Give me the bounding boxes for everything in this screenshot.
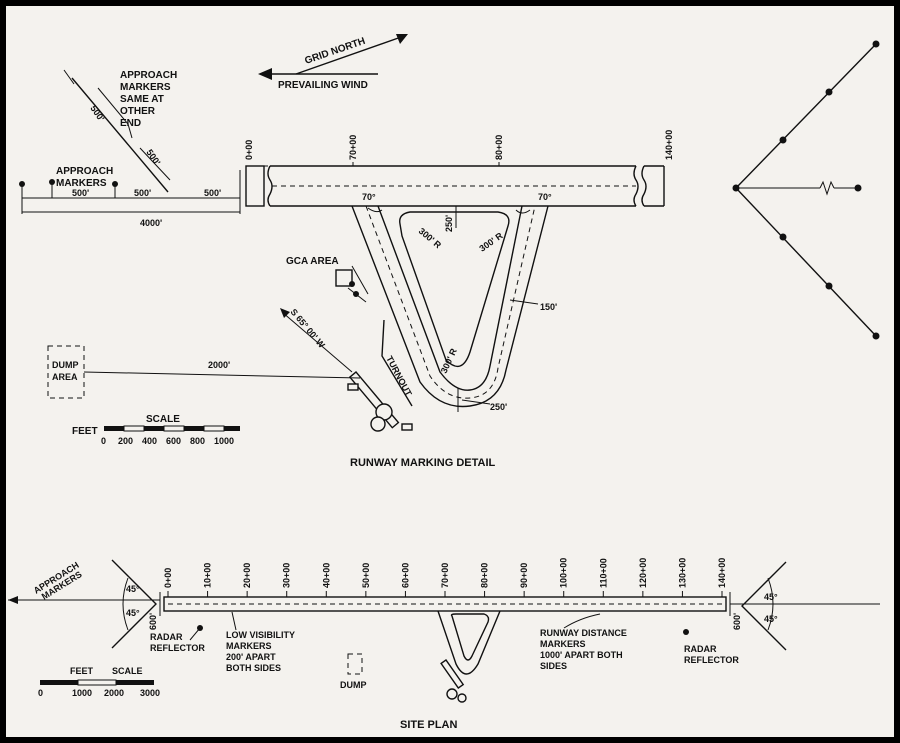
low-visibility-note: MARKERS [226, 641, 272, 651]
runway-strip: 0+00 70+00 80+00 140+00 [244, 130, 674, 207]
station-label: 40+00 [321, 563, 331, 588]
station-80: 80+00 [494, 135, 504, 160]
dim-500-c: 500' [204, 188, 221, 198]
site-scale-units: FEET [70, 666, 94, 676]
scale-tick: 200 [118, 436, 133, 446]
site-scale-tick: 2000 [104, 688, 124, 698]
dump-area-detail: DUMP AREA 2000' [47, 345, 361, 399]
detail-title: RUNWAY MARKING DETAIL [350, 457, 496, 469]
radar-reflector-right: RADAR [684, 644, 717, 654]
angle-left: 70° [362, 192, 376, 202]
angle-45-left-bottom: 45° [126, 608, 140, 618]
approach-note-line: OTHER [120, 106, 156, 117]
distance-markers-note: RUNWAY DISTANCE [540, 628, 627, 638]
radar-reflector-left: RADAR [150, 632, 183, 642]
distance-markers-note: 1000' APART BOTH [540, 650, 623, 660]
station-label: 20+00 [242, 563, 252, 588]
dim-600-right: 600' [732, 613, 742, 630]
station-140: 140+00 [664, 130, 674, 160]
station-label: 100+00 [559, 558, 569, 588]
station-label: 60+00 [400, 563, 410, 588]
scale-tick: 0 [101, 436, 106, 446]
gca-area: GCA AREA [286, 256, 369, 303]
station-label: 50+00 [361, 563, 371, 588]
scale-title: SCALE [146, 414, 180, 425]
low-visibility-note: LOW VISIBILITY [226, 630, 295, 640]
station-0: 0+00 [244, 140, 254, 160]
dim-600-left: 600' [148, 613, 158, 630]
radius-bottom: 300' R [439, 346, 459, 374]
prevailing-wind-label: PREVAILING WIND [278, 80, 368, 91]
station-label: 140+00 [717, 558, 727, 588]
dim-500-diagonal-upper: 500' [88, 103, 106, 123]
distance-markers-note: MARKERS [540, 639, 586, 649]
approach-light-chevron [732, 40, 880, 340]
approach-note-line: APPROACH [120, 70, 177, 81]
dim-500-a: 500' [72, 188, 89, 198]
angle-45-right-bottom: 45° [764, 614, 778, 624]
station-label: 120+00 [638, 558, 648, 588]
scale-tick: 800 [190, 436, 205, 446]
angle-45-left-top: 45° [126, 584, 140, 594]
approach-markers-row: APPROACH MARKERS 500' 500' 500' 4000' [19, 166, 241, 228]
dim-250-bottom: 250' [490, 402, 507, 412]
runway-diagram: APPROACH MARKERS SAME AT OTHER END 500' … [8, 34, 880, 731]
approach-markers-label: APPROACH [56, 166, 113, 177]
low-visibility-note: BOTH SIDES [226, 663, 281, 673]
station-label: 30+00 [282, 563, 292, 588]
station-labels: 0+00 10+00 20+00 30+00 40+00 50+00 60+00 70+00 8… [163, 558, 727, 597]
turnaround-loop: 70° 70° 250' 300' R 300' R 300' R 150' 2… [351, 192, 557, 412]
bearing-label: S 65° 00' W [288, 307, 327, 350]
approach-markers-label: MARKERS [56, 178, 107, 189]
site-plan: APPROACH MARKERS 45° 45° 45° 45° 600' 60… [8, 558, 880, 731]
scale-tick: 600 [166, 436, 181, 446]
dim-500-diagonal-lower: 500' [144, 147, 162, 167]
radar-reflector-left: REFLECTOR [150, 643, 205, 653]
grid-north-label: GRID NORTH [303, 36, 366, 67]
angle-right: 70° [538, 192, 552, 202]
turnout-label: TURNOUT [384, 354, 414, 398]
site-scale-title: SCALE [112, 666, 143, 676]
dump-area-label: AREA [52, 372, 78, 382]
station-label: 0+00 [163, 568, 173, 588]
radius-left: 300' R [417, 226, 444, 251]
dim-250-top: 250' [444, 215, 454, 232]
low-visibility-note: 200' APART [226, 652, 276, 662]
site-scale-tick: 3000 [140, 688, 160, 698]
approach-note-line: SAME AT [120, 94, 164, 105]
station-label: 110+00 [598, 558, 608, 588]
gca-area-label: GCA AREA [286, 256, 339, 267]
dim-150: 150' [540, 302, 557, 312]
detail-scale-bar: SCALE FEET 0 200 400 600 800 1000 [72, 414, 240, 446]
radar-reflector-right: REFLECTOR [684, 655, 739, 665]
approach-note-line: MARKERS [120, 82, 171, 93]
site-scale-tick: 0 [38, 688, 43, 698]
site-title: SITE PLAN [400, 719, 458, 731]
dim-2000: 2000' [208, 360, 230, 370]
station-label: 90+00 [519, 563, 529, 588]
station-label: 70+00 [440, 563, 450, 588]
angle-45-right-top: 45° [764, 592, 778, 602]
distance-markers-note: SIDES [540, 661, 567, 671]
scale-units: FEET [72, 426, 98, 437]
site-scale-tick: 1000 [72, 688, 92, 698]
station-70: 70+00 [348, 135, 358, 160]
orientation-arrows: GRID NORTH PREVAILING WIND [258, 34, 408, 91]
drawing-sheet: APPROACH MARKERS SAME AT OTHER END 500' … [6, 6, 894, 737]
dim-4000: 4000' [140, 218, 162, 228]
approach-note-line: END [120, 118, 141, 129]
scale-tick: 400 [142, 436, 157, 446]
station-label: 80+00 [480, 563, 490, 588]
dim-500-b: 500' [134, 188, 151, 198]
station-label: 10+00 [203, 563, 213, 588]
approach-diagonal: APPROACH MARKERS SAME AT OTHER END 500' … [63, 69, 177, 193]
dump-area-label: DUMP [52, 360, 79, 370]
station-label: 130+00 [677, 558, 687, 588]
runway-marking-detail: APPROACH MARKERS SAME AT OTHER END 500' … [19, 34, 674, 469]
scale-tick: 1000 [214, 436, 234, 446]
dump-label: DUMP [340, 680, 367, 690]
